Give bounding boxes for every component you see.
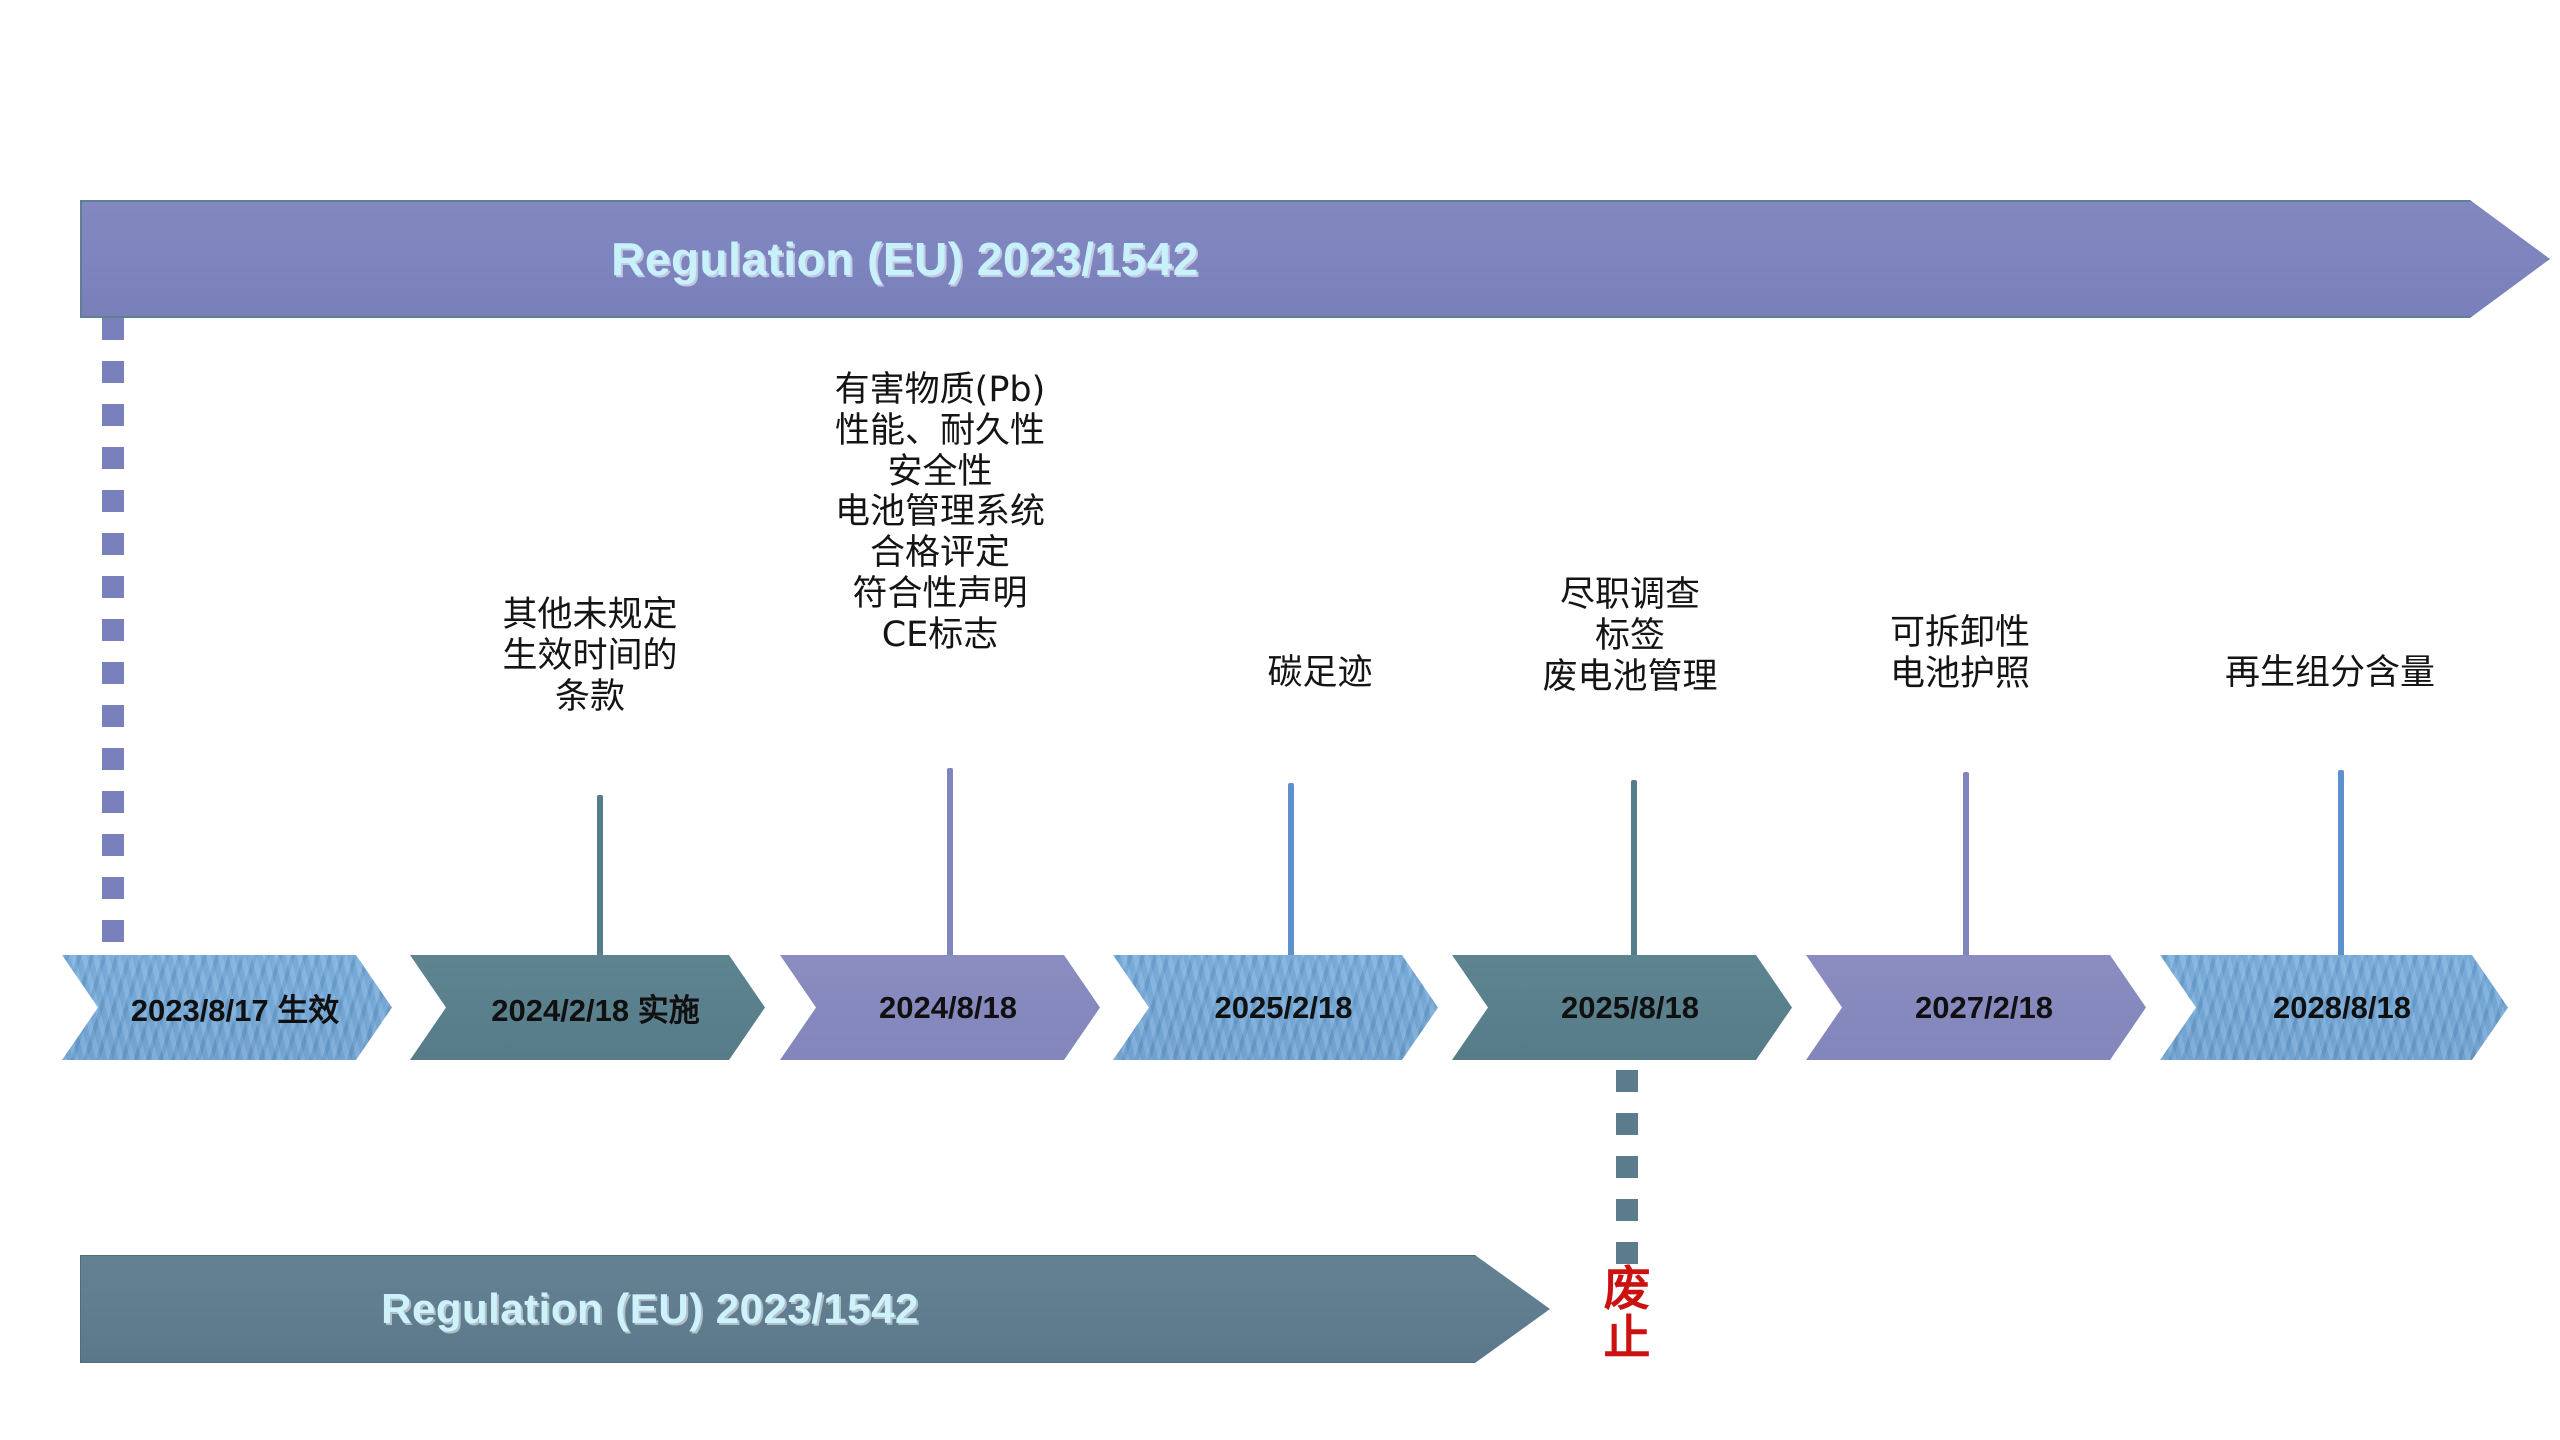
milestone-chevron-2024-02-18[interactable]: 2024/2/18 实施 (410, 955, 765, 1060)
dash-segment (1616, 1113, 1638, 1135)
dash-segment (1616, 1070, 1638, 1092)
milestone-date-label: 2024/8/18 (879, 989, 1017, 1025)
bottom-banner-arrow-shape (80, 1255, 1550, 1363)
dash-segment (102, 791, 124, 813)
milestone-chevron-2027-02-18[interactable]: 2027/2/18 (1806, 955, 2146, 1060)
topic-label-2025-08-18: 尽职调查 标签 废电池管理 (1542, 575, 1718, 697)
dash-segment (102, 447, 124, 469)
stem-2028-08-18 (2338, 770, 2344, 965)
dash-segment (1616, 1242, 1638, 1264)
dash-segment (102, 705, 124, 727)
milestone-date-label: 2024/2/18 实施 (491, 993, 700, 1028)
dash-segment (102, 533, 124, 555)
topic-label-2024-02-18: 其他未规定 生效时间的 条款 (502, 595, 678, 717)
stem-2025-02-18 (1288, 783, 1294, 965)
dash-segment (102, 404, 124, 426)
milestone-chevron-2025-08-18[interactable]: 2025/8/18 (1452, 955, 1792, 1060)
milestone-chevron-2025-02-18[interactable]: 2025/2/18 (1113, 955, 1438, 1060)
left-dashed-connector (102, 318, 124, 963)
milestone-chevron-2028-08-18[interactable]: 2028/8/18 (2160, 955, 2508, 1060)
milestone-chevron-2024-08-18[interactable]: 2024/8/18 (780, 955, 1100, 1060)
milestone-date-label: 2025/8/18 (1561, 989, 1699, 1025)
top-banner-title: Regulation (EU) 2023/1542 (611, 233, 1199, 285)
top-banner-arrow-shape (80, 200, 2550, 318)
stem-2024-02-18 (597, 795, 603, 965)
dash-segment (1616, 1156, 1638, 1178)
bottom-banner-title: Regulation (EU) 2023/1542 (381, 1285, 919, 1332)
milestone-date-label: 2028/8/18 (2273, 989, 2411, 1025)
dash-segment (102, 877, 124, 899)
dash-segment (102, 490, 124, 512)
dash-segment (102, 748, 124, 770)
repeal-dashed-connector (1616, 1070, 1638, 1285)
stem-2027-02-18 (1963, 772, 1969, 965)
milestone-chevron-2023-08-17[interactable]: 2023/8/17 生效 (62, 955, 392, 1060)
milestone-date-label: 2023/8/17 生效 (130, 993, 340, 1028)
topic-label-2028-08-18: 再生组分含量 (2224, 653, 2435, 693)
topic-label-2024-08-18: 有害物质(Pb) 性能、耐久性 安全性 电池管理系统 合格评定 符合性声明 CE… (834, 370, 1046, 655)
topic-label-2025-02-18: 碳足迹 (1267, 653, 1373, 693)
dash-segment (102, 619, 124, 641)
repeal-label: 废止 (1603, 1262, 1651, 1367)
stem-2025-08-18 (1631, 780, 1637, 965)
dash-segment (102, 834, 124, 856)
stem-2024-08-18 (947, 768, 953, 965)
dash-segment (102, 576, 124, 598)
milestone-date-label: 2027/2/18 (1915, 989, 2053, 1025)
topic-label-2027-02-18: 可拆卸性 电池护照 (1889, 613, 2030, 694)
bottom-regulation-banner: Regulation (EU) 2023/1542 (80, 1255, 1550, 1363)
dash-segment (1616, 1199, 1638, 1221)
dash-segment (102, 920, 124, 942)
dash-segment (102, 318, 124, 340)
top-regulation-banner: Regulation (EU) 2023/1542 (80, 200, 2550, 318)
dash-segment (102, 662, 124, 684)
milestone-date-label: 2025/2/18 (1214, 989, 1353, 1025)
milestone-chevron-row: 2023/8/17 生效 2024/2/18 实施 2024/8/18 2025… (0, 955, 2560, 1060)
dash-segment (102, 361, 124, 383)
